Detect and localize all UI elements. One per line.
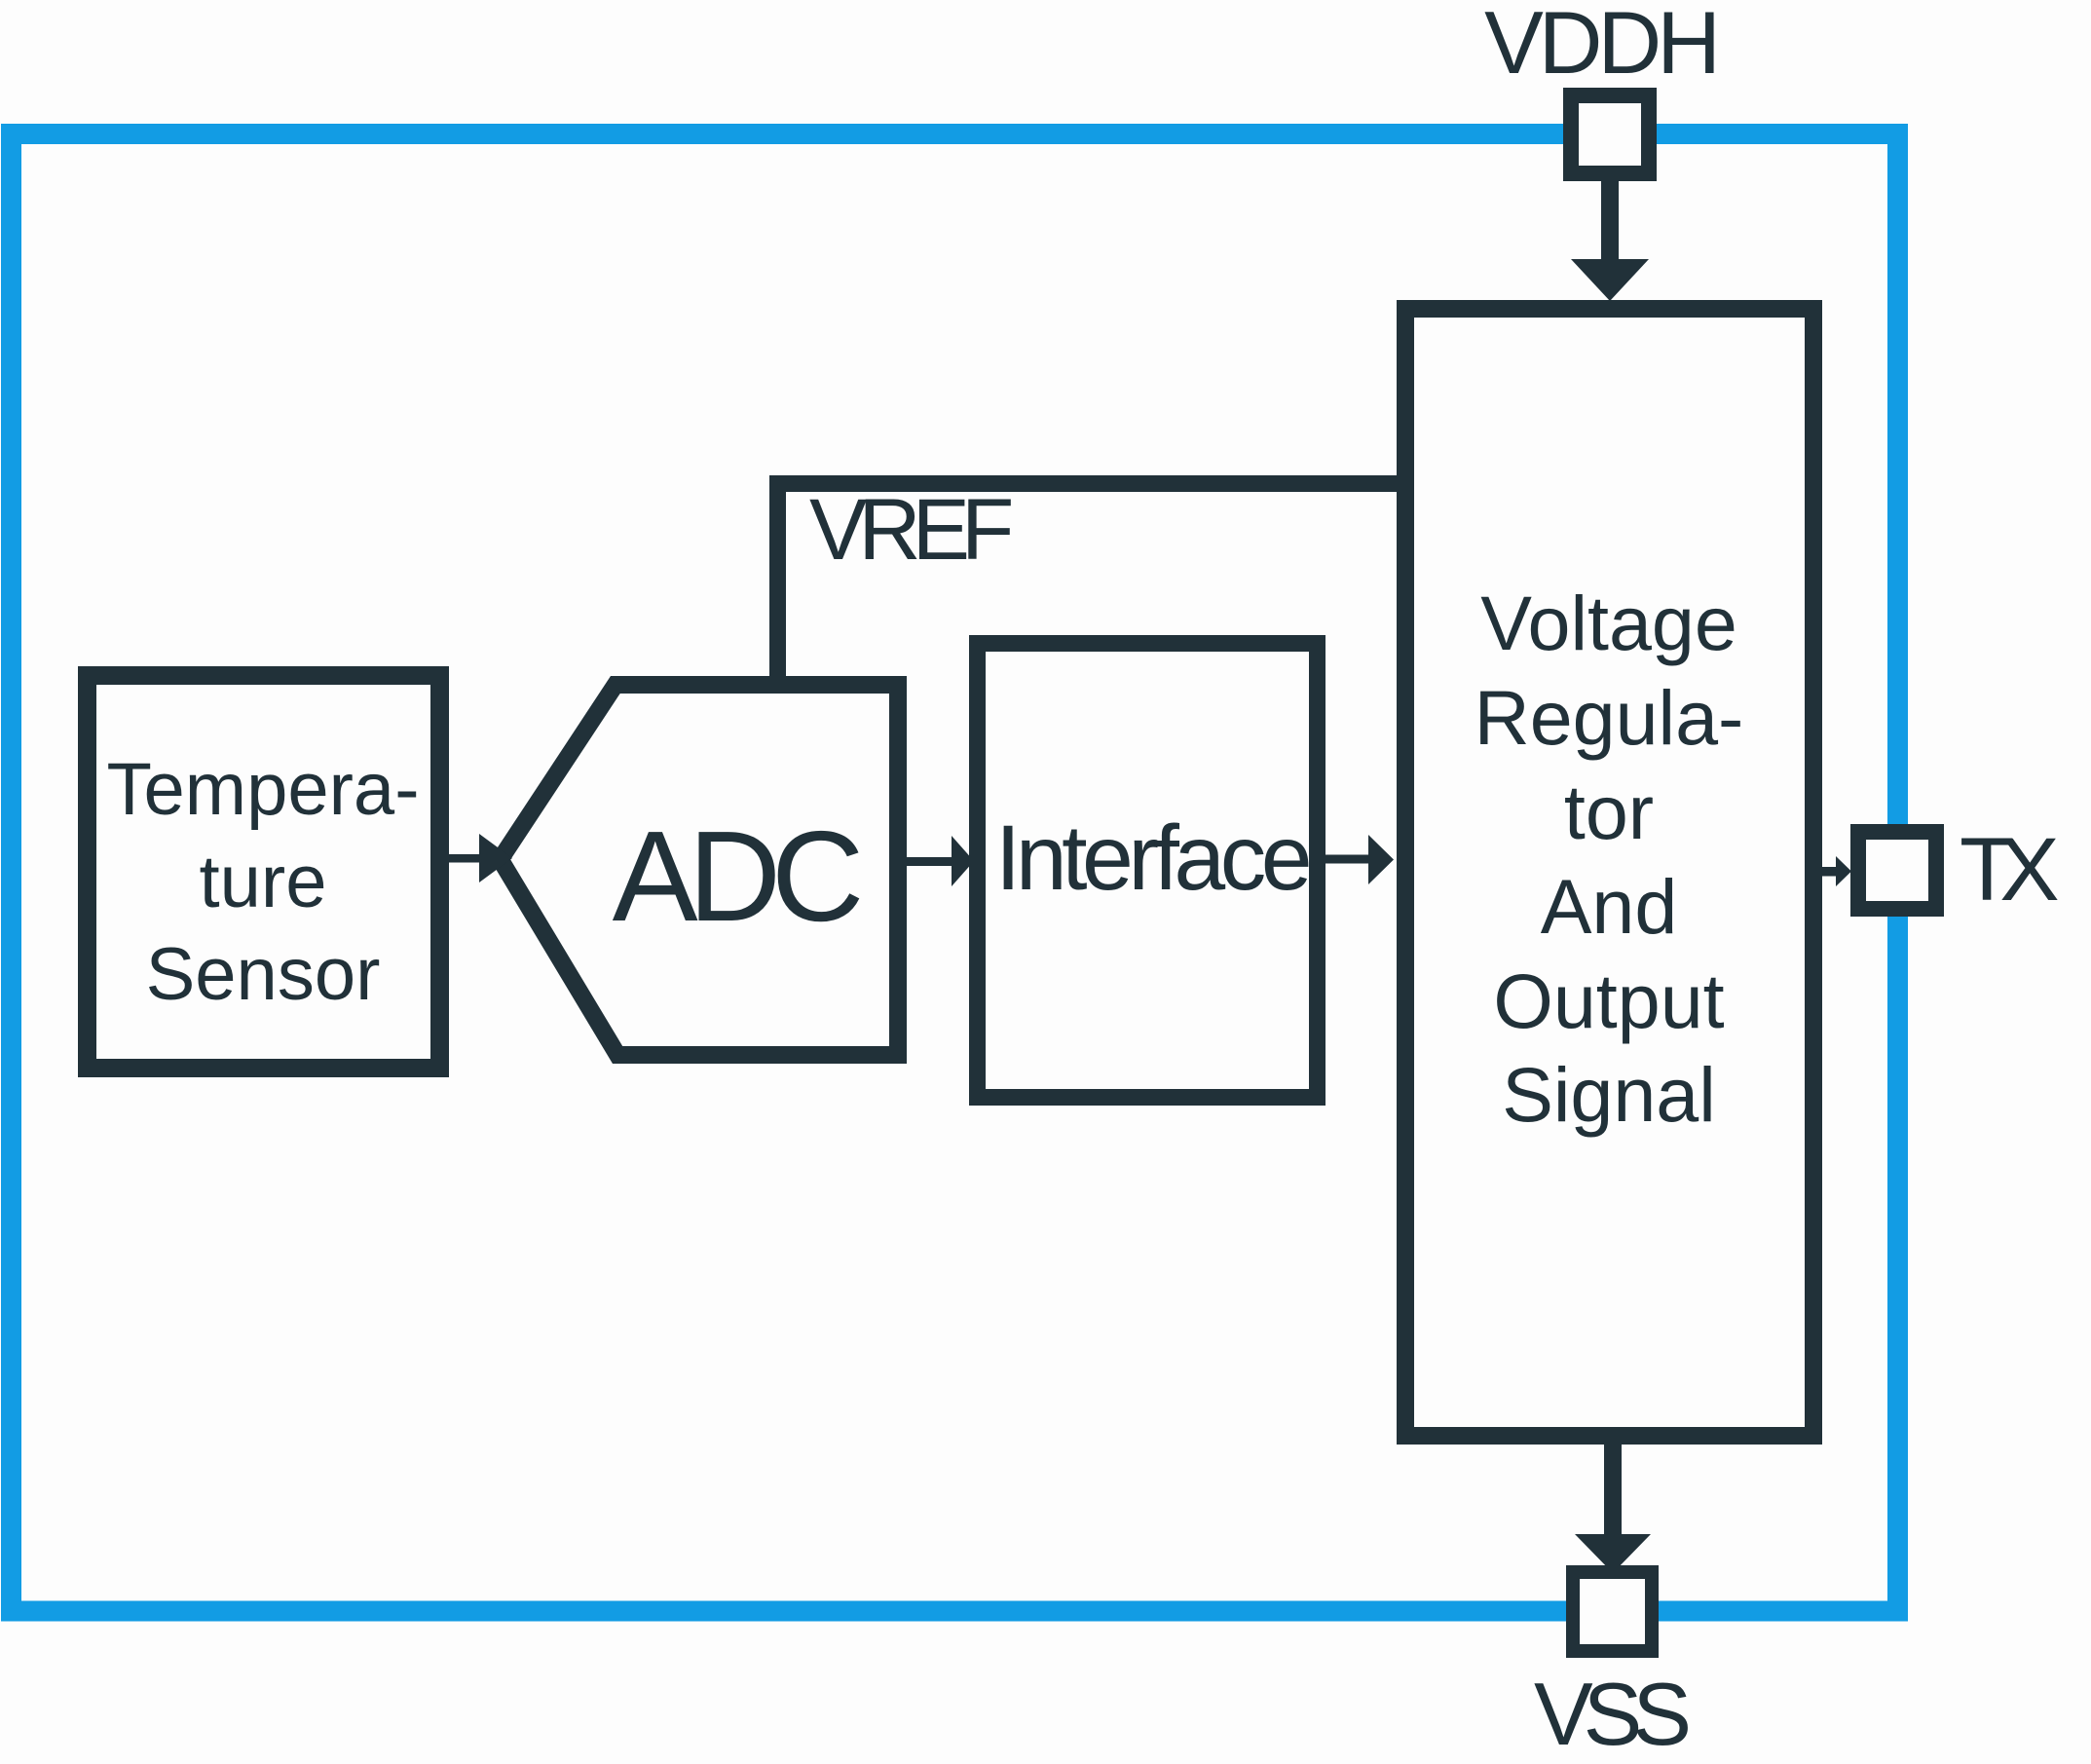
svg-text:VDDH: VDDH bbox=[1484, 0, 1716, 93]
svg-text:Interface: Interface bbox=[995, 807, 1309, 910]
svg-text:And: And bbox=[1541, 863, 1678, 950]
svg-text:ture: ture bbox=[200, 841, 327, 923]
svg-text:Voltage: Voltage bbox=[1480, 580, 1737, 666]
svg-text:Tempera-: Tempera- bbox=[107, 748, 420, 831]
svg-text:TX: TX bbox=[1960, 820, 2058, 920]
svg-text:Signal: Signal bbox=[1502, 1051, 1716, 1138]
svg-text:Sensor: Sensor bbox=[146, 933, 381, 1016]
svg-text:VREF: VREF bbox=[809, 480, 1011, 578]
svg-text:VSS: VSS bbox=[1534, 1666, 1688, 1764]
svg-text:tor: tor bbox=[1564, 769, 1654, 855]
svg-text:Regula-: Regula- bbox=[1475, 674, 1744, 761]
svg-text:Output: Output bbox=[1493, 957, 1724, 1044]
svg-text:ADC: ADC bbox=[613, 805, 860, 948]
